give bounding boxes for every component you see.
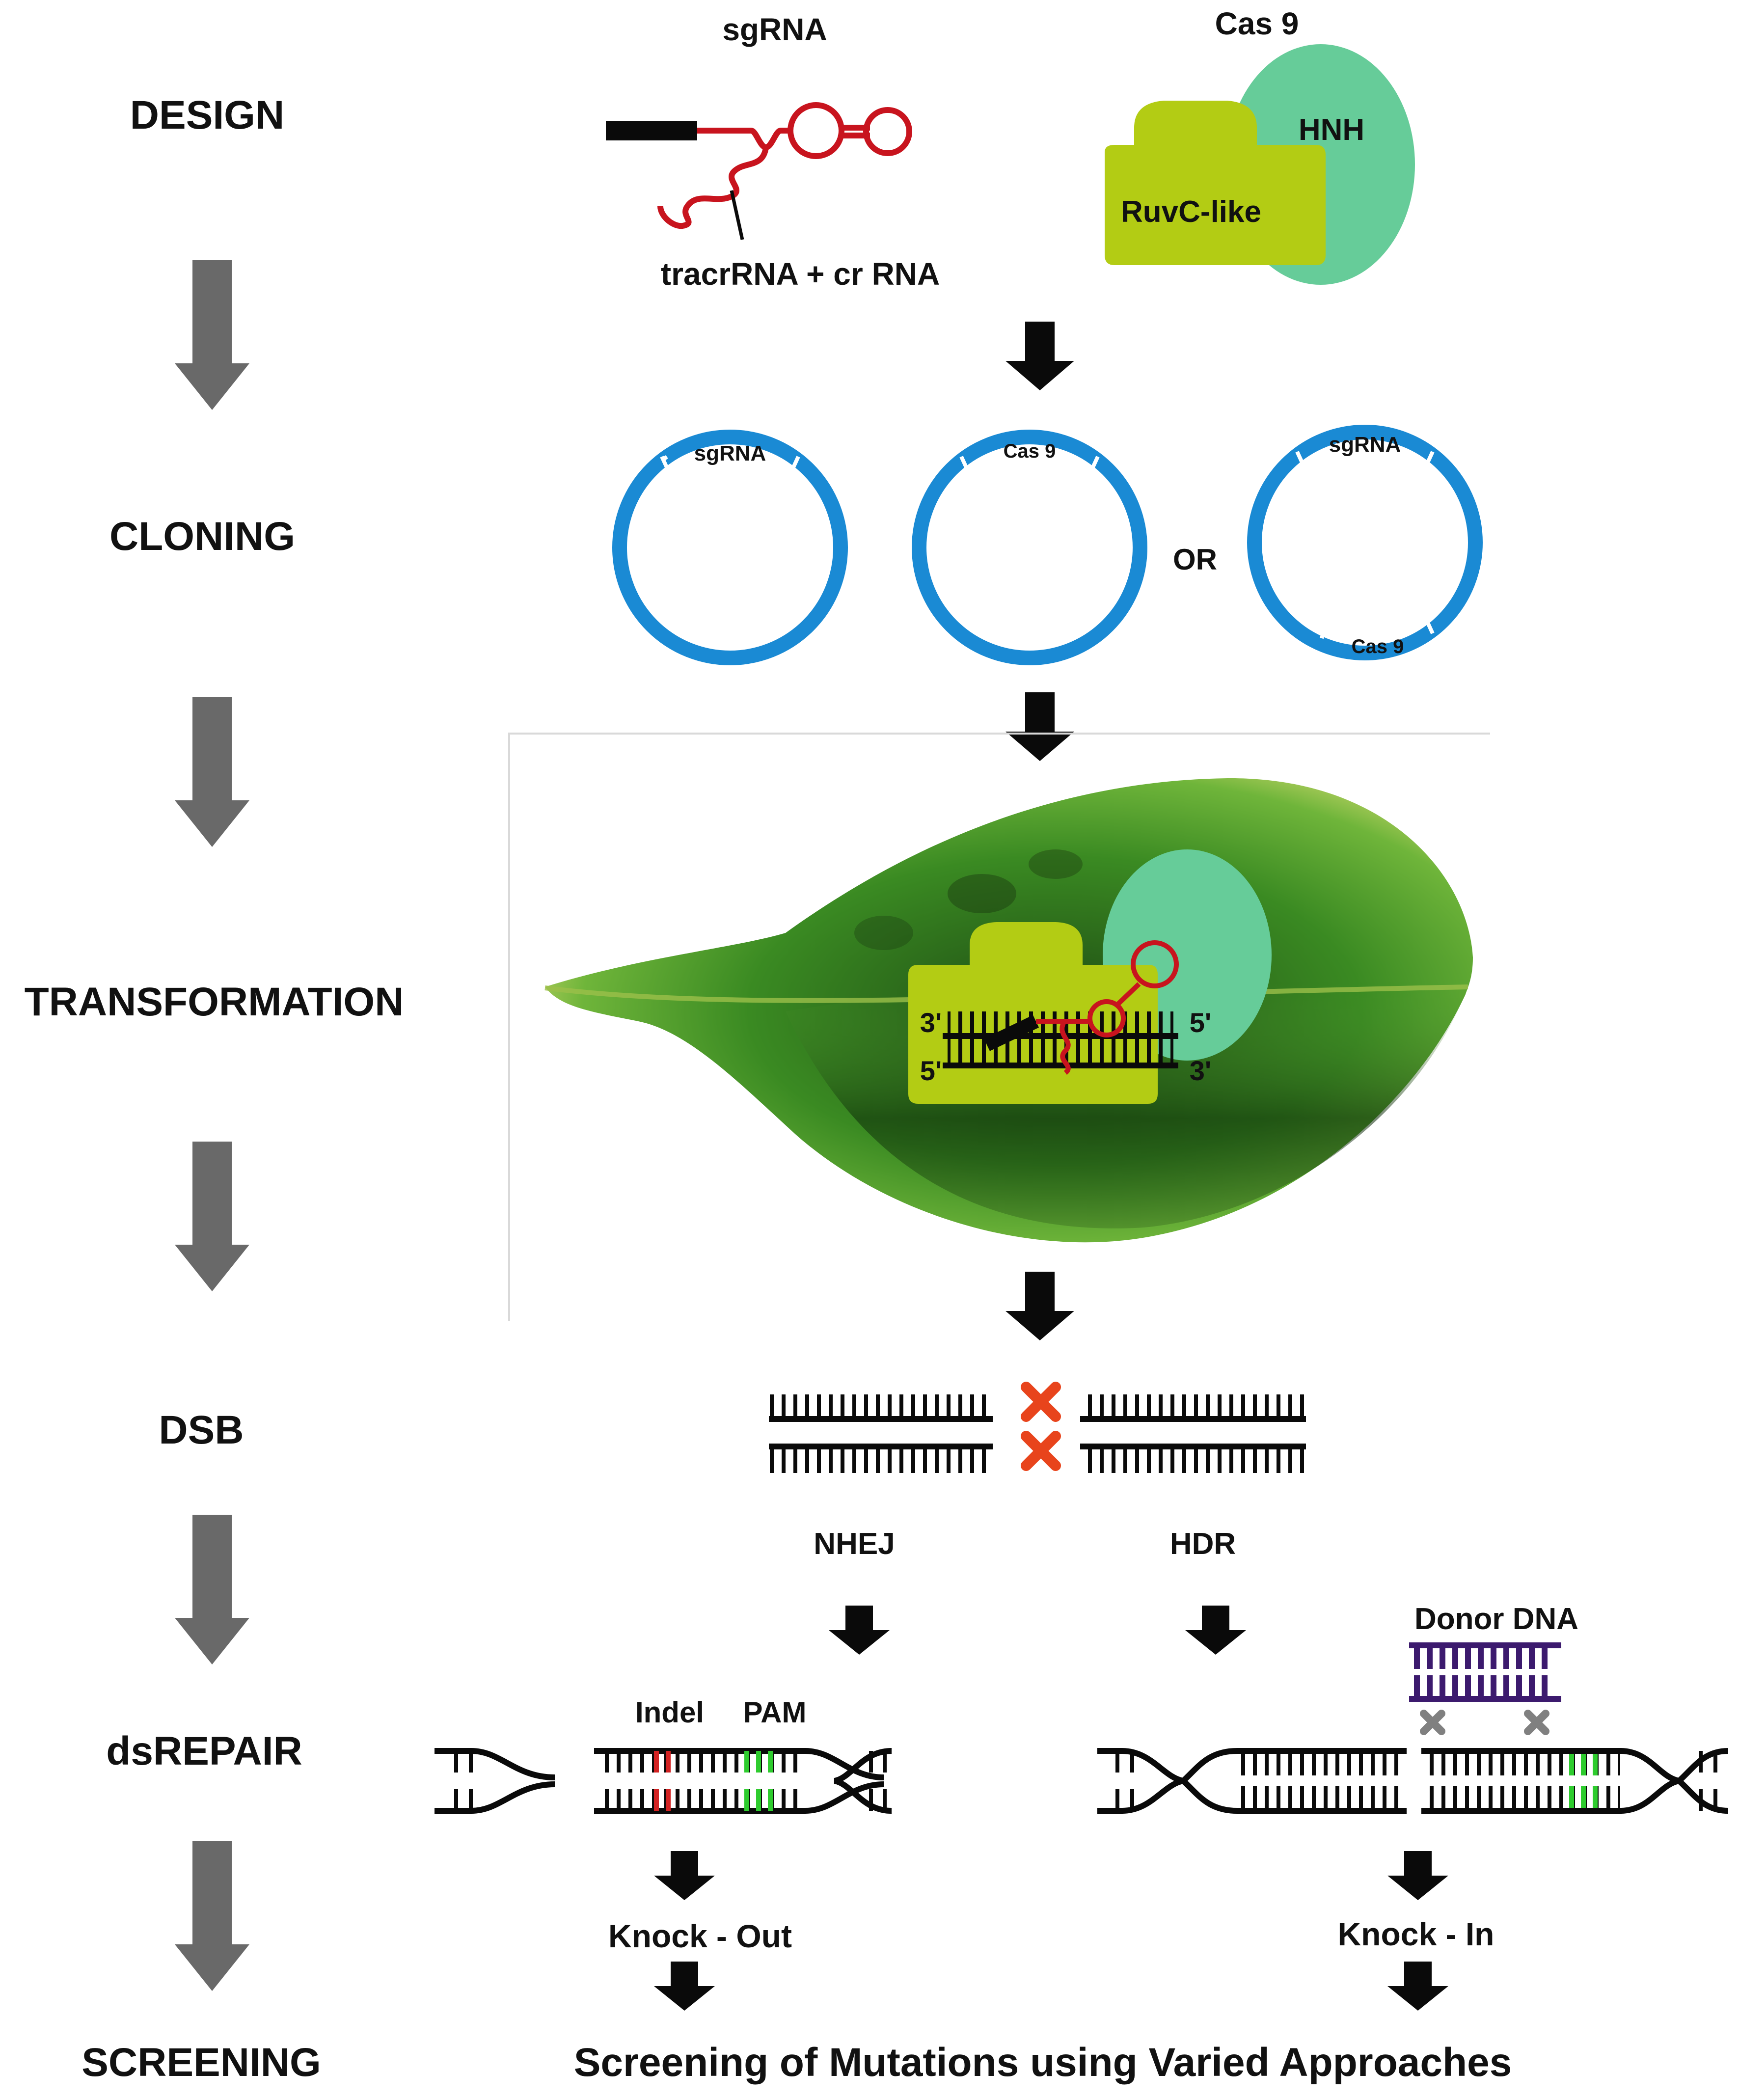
cut-cross-icon [1021,1382,1061,1422]
sgrna-title: sgRNA [722,12,827,47]
flow-arrow-down-icon [1185,1606,1246,1655]
leaf-panel: 3' 5' 5' 3' [508,733,1490,1321]
complex-top-left: 3' [920,1007,942,1038]
pam-label: PAM [743,1696,807,1729]
plasmid3-top-label: sgRNA [1329,433,1401,457]
hnh-label: HNH [1299,113,1364,147]
flow-arrow-down-icon [1387,1962,1448,2011]
step-arrow-down-icon [175,1515,249,1664]
sgrna-caption: tracrRNA + cr RNA [661,256,940,292]
cut-cross-icon [1021,1431,1061,1471]
hdr-label: HDR [1170,1527,1236,1561]
steps-column: DESIGN CLONING TRANSFORMATION DSB dsREPA… [25,93,404,2085]
plasmid-sgrna: sgRNA [612,430,848,665]
flow-arrow-down-icon [1005,692,1074,761]
step-dsrepair: dsREPAIR [106,1729,302,1773]
step-design: DESIGN [130,93,284,137]
grey-cross-icon [1524,1710,1549,1735]
sgrna-pointer-line [730,190,744,240]
hdr-repair-dna: Donor DNA [1097,1602,1729,1814]
sgrna-dna-bar [606,121,697,140]
step-arrow-down-icon [175,260,249,410]
grey-cross-icon [1420,1710,1445,1735]
plasmid1-label: sgRNA [694,441,766,465]
cas9-title: Cas 9 [1215,6,1299,41]
flow-arrow-down-icon [1387,1851,1448,1900]
screening-text: Screening of Mutations using Varied Appr… [574,2040,1512,2085]
step-arrow-down-icon [175,697,249,847]
complex-top-right: 5' [1190,1007,1211,1038]
step-arrow-down-icon [175,1142,249,1291]
complex-bottom-right: 3' [1190,1055,1211,1086]
ruvc-domain [1105,101,1326,265]
cas9-protein: Cas 9 HNH RuvC-like [1105,6,1415,285]
sgrna-loop-2 [863,107,912,156]
sgrna-rna-strand [697,128,790,151]
tracrrna-tail [657,146,769,229]
sgrna-structure: sgRNA tracrRNA + cr RNA [606,12,940,292]
sgrna-loop-1 [788,102,844,159]
step-screening: SCREENING [82,2040,321,2085]
donor-dna-strands [1409,1648,1561,1702]
flow-arrow-down-icon [1005,1272,1074,1340]
plasmid-combined: sgRNA Cas 9 [1247,425,1483,660]
flow-arrow-down-icon [654,1851,715,1900]
indel-label: Indel [635,1696,704,1729]
knock-out-label: Knock - Out [608,1918,792,1954]
or-label: OR [1173,543,1217,576]
flow-arrow-down-icon [1005,322,1074,390]
knock-in-label: Knock - In [1337,1916,1494,1952]
nhej-label: NHEJ [814,1527,895,1561]
plasmid3-bottom-label: Cas 9 [1352,636,1404,657]
step-arrow-down-icon [175,1841,249,1991]
step-dsb: DSB [159,1408,244,1452]
nhej-repair-dna: Indel PAM [435,1696,892,1814]
flow-arrow-down-icon [829,1606,890,1655]
step-transformation: TRANSFORMATION [25,980,404,1024]
cas9-dna-complex: 3' 5' 5' 3' [908,849,1272,1104]
step-cloning: CLONING [109,514,295,559]
flow-arrow-down-icon [654,1962,715,2011]
donor-dna-label: Donor DNA [1414,1602,1578,1636]
plasmid2-label: Cas 9 [1004,440,1056,462]
plasmid-cas9: Cas 9 [912,430,1147,665]
ruvc-label: RuvC-like [1121,195,1261,229]
complex-bottom-left: 5' [920,1055,942,1086]
dsb-break [769,1382,1306,1473]
flow-arrows [654,322,1448,2011]
